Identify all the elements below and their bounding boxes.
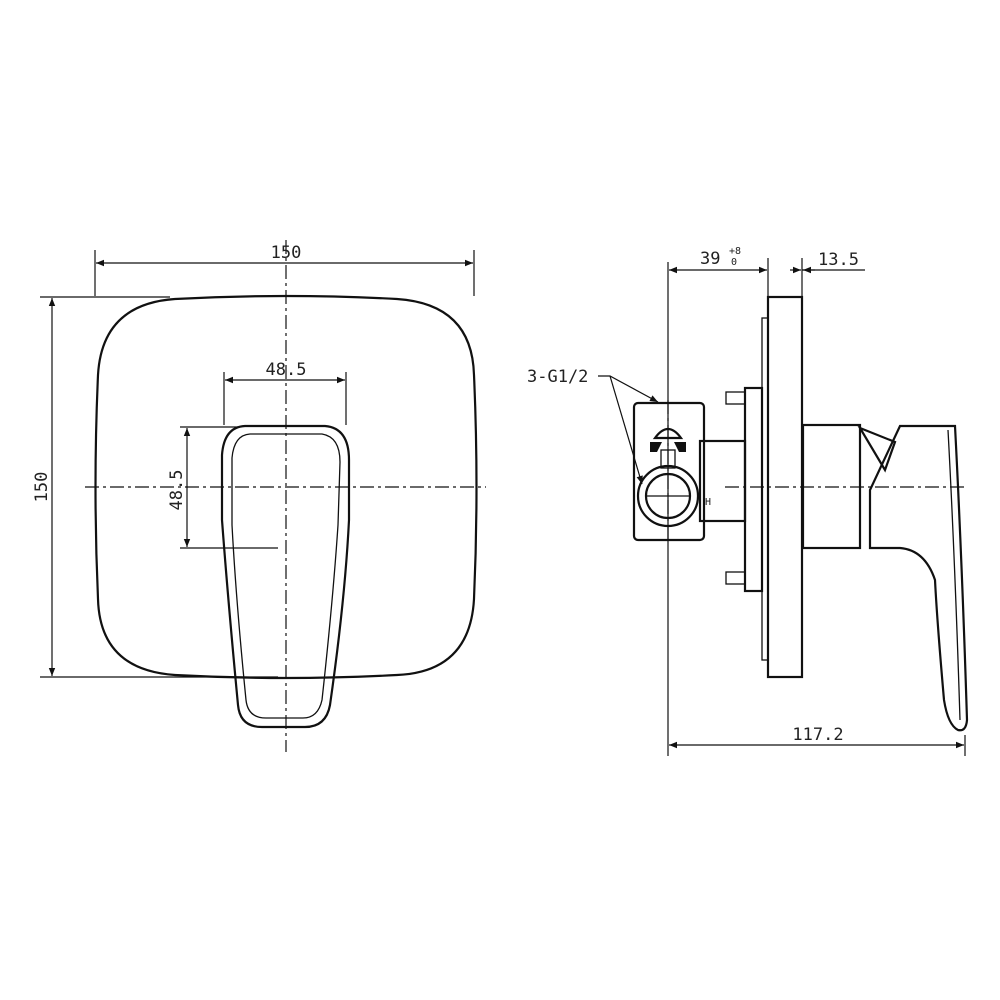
total-depth-dimension: 117.2 — [792, 725, 843, 745]
height-dimension: 150 — [32, 472, 52, 503]
cover-plate — [94, 294, 478, 680]
width-dimension: 150 — [271, 243, 302, 263]
depth-dimension: 39 — [700, 249, 720, 269]
handle-height-dimension: 48.5 — [167, 470, 187, 511]
handle-width-dimension: 48.5 — [266, 360, 307, 380]
valve-block — [632, 401, 706, 542]
plate-thickness-dimension: 13.5 — [818, 250, 859, 270]
handle-side — [868, 424, 969, 732]
hot-mark: H — [705, 497, 711, 508]
mounting-flange — [743, 386, 764, 593]
handle-front — [220, 424, 351, 729]
connection-callout: 3-G1/2 — [527, 367, 588, 387]
depth-tolerance-lower: 0 — [731, 257, 737, 268]
depth-tolerance-upper: +8 — [729, 246, 741, 257]
front-view: 150 150 48.5 48.5 — [32, 240, 486, 752]
side-view: H 39 +8 0 13.5 117.2 3-G1/2 — [527, 246, 969, 756]
valve-body — [698, 439, 747, 523]
